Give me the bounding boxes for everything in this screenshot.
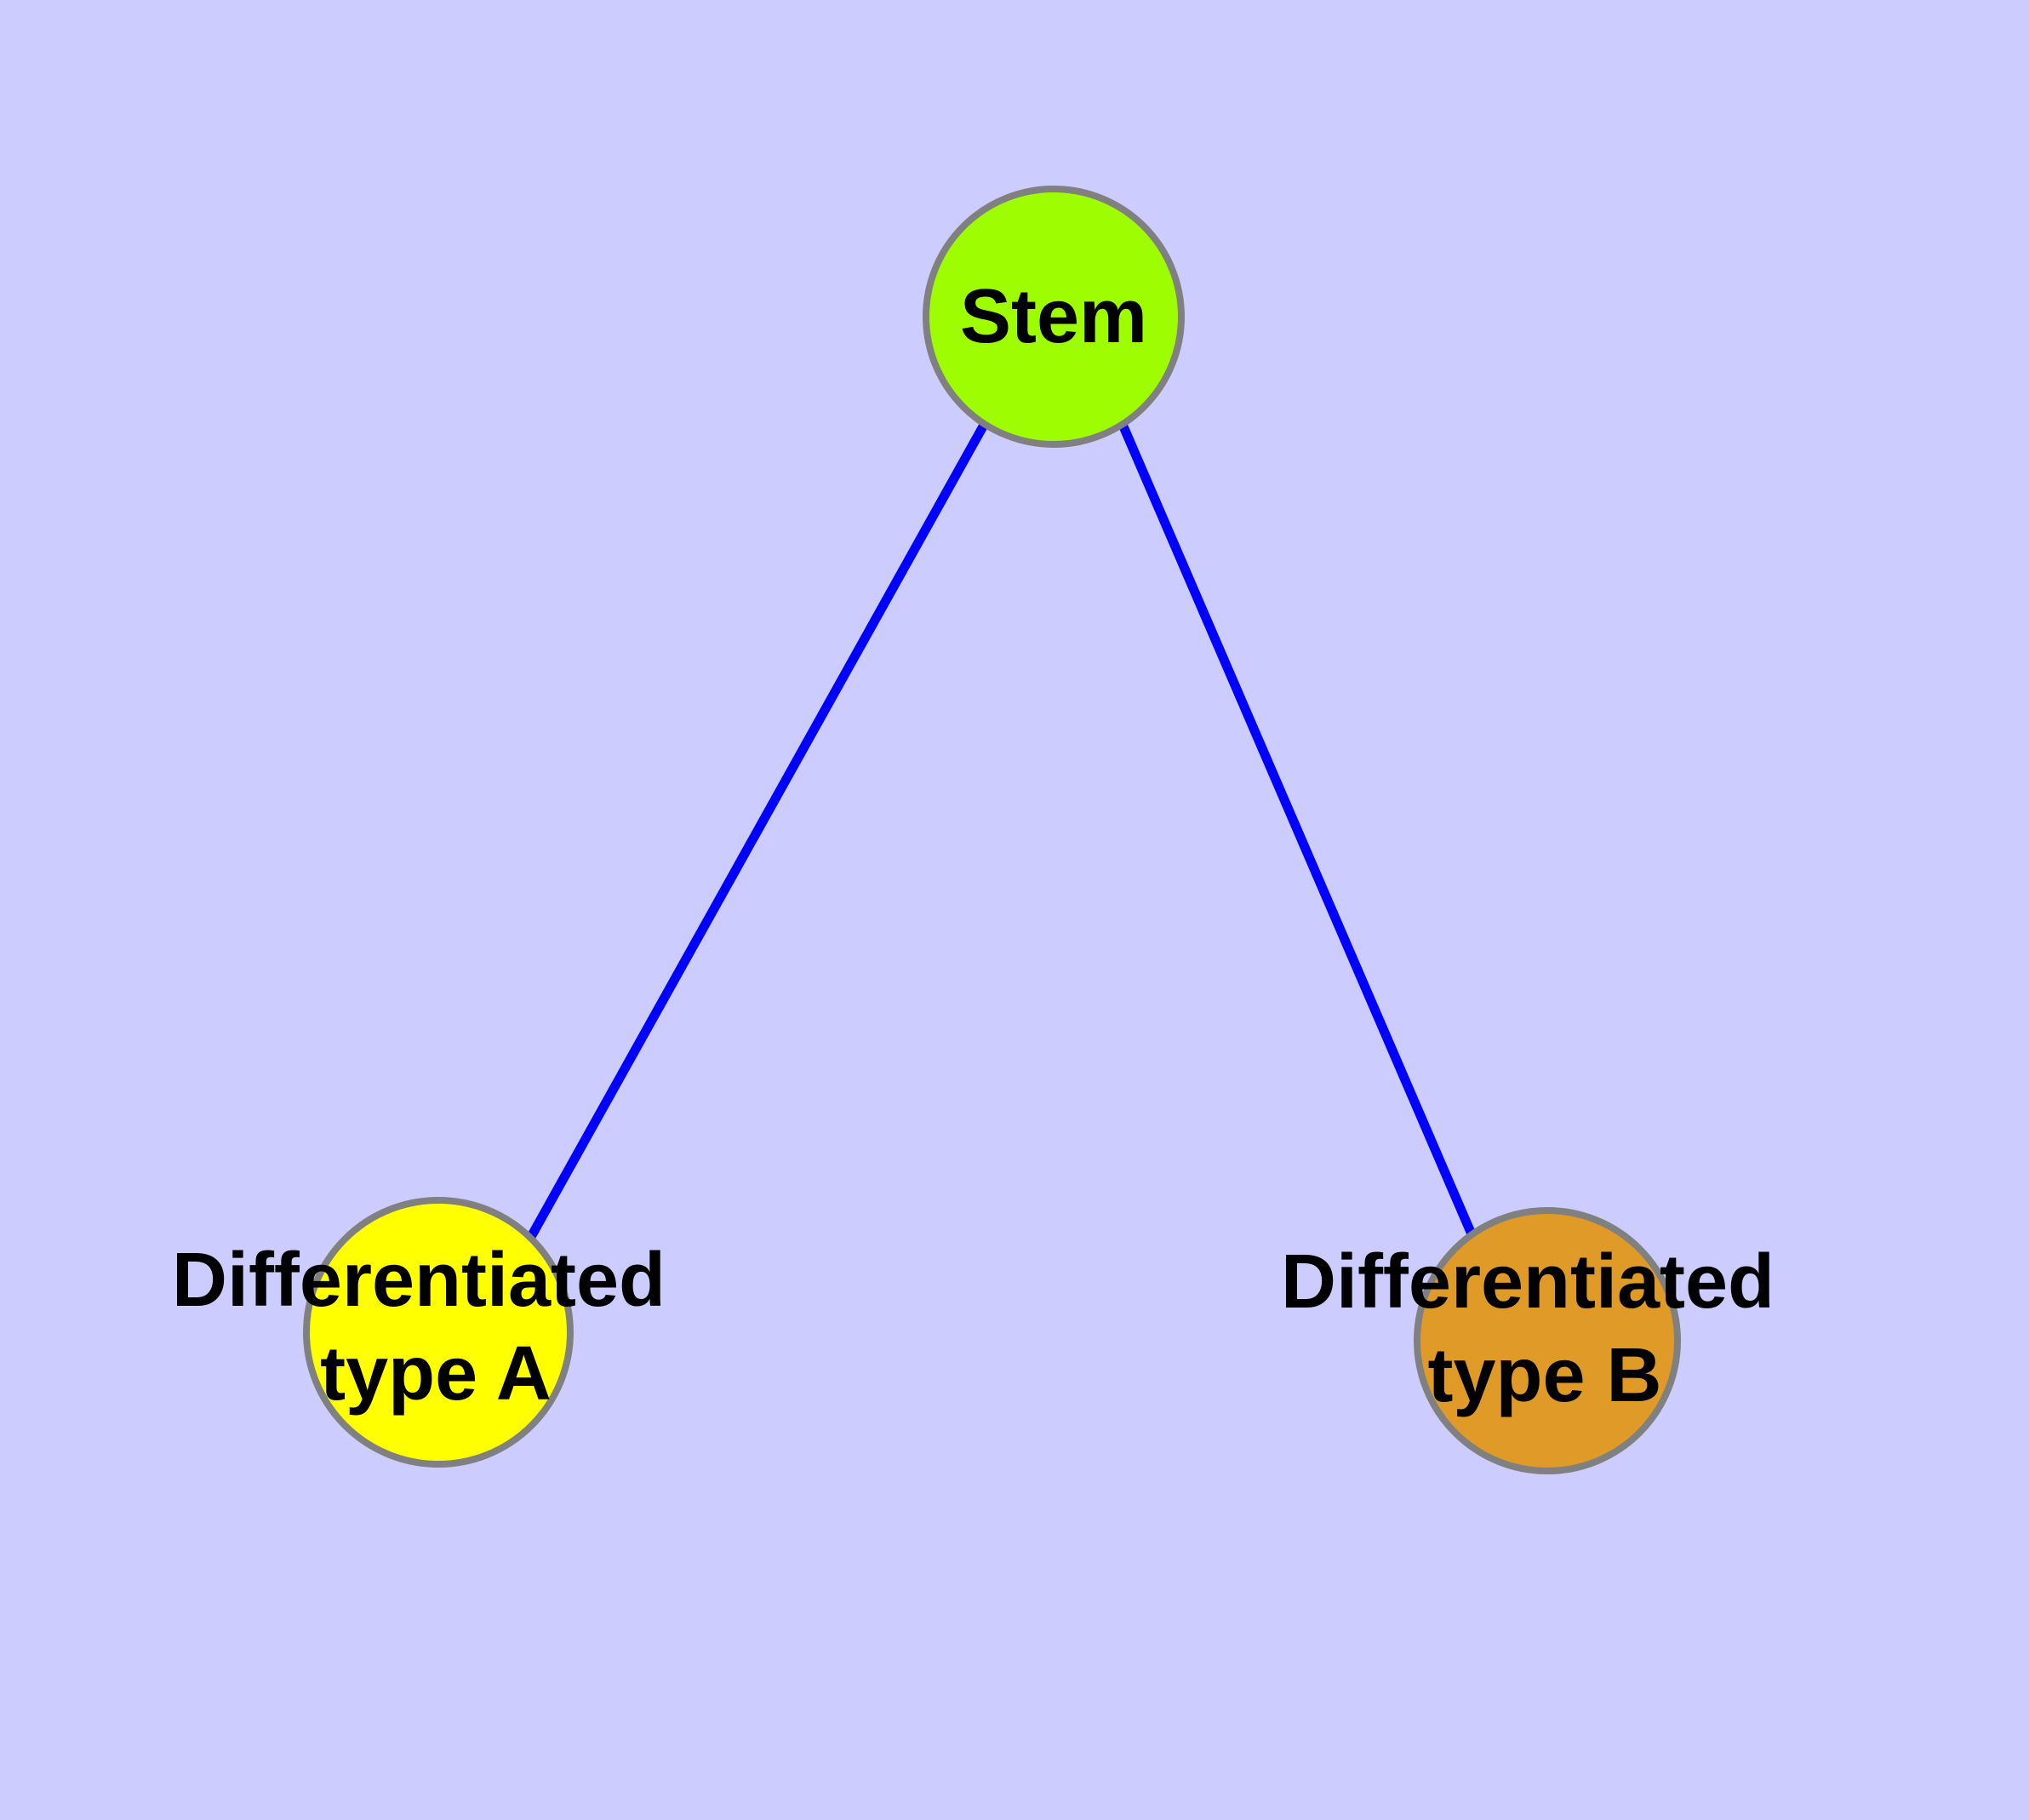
node-label-differentiated-type-b-line2: type B — [1427, 1333, 1661, 1418]
edge-group — [523, 424, 1477, 1245]
node-label-differentiated-type-a-line1: Differentiated — [172, 1238, 666, 1323]
node-circle-stem[interactable] — [923, 186, 1185, 448]
edge-stem-to-differentiated-type-a[interactable] — [523, 424, 987, 1245]
node-stem[interactable]: Stem — [923, 186, 1185, 448]
leaf-label-group: Differentiated type A Differentiated typ… — [172, 1238, 1775, 1418]
node-differentiated-type-a[interactable] — [303, 1197, 574, 1468]
node-differentiated-type-b[interactable] — [1414, 1207, 1681, 1474]
node-circle-differentiated-type-a[interactable] — [303, 1197, 574, 1468]
edge-stem-to-differentiated-type-b[interactable] — [1118, 424, 1477, 1239]
node-circle-differentiated-type-b[interactable] — [1414, 1207, 1681, 1474]
node-label-differentiated-type-b-line1: Differentiated — [1281, 1239, 1775, 1325]
node-label-stem: Stem — [960, 274, 1147, 359]
node-label-differentiated-type-a-line2: type A — [320, 1331, 552, 1417]
